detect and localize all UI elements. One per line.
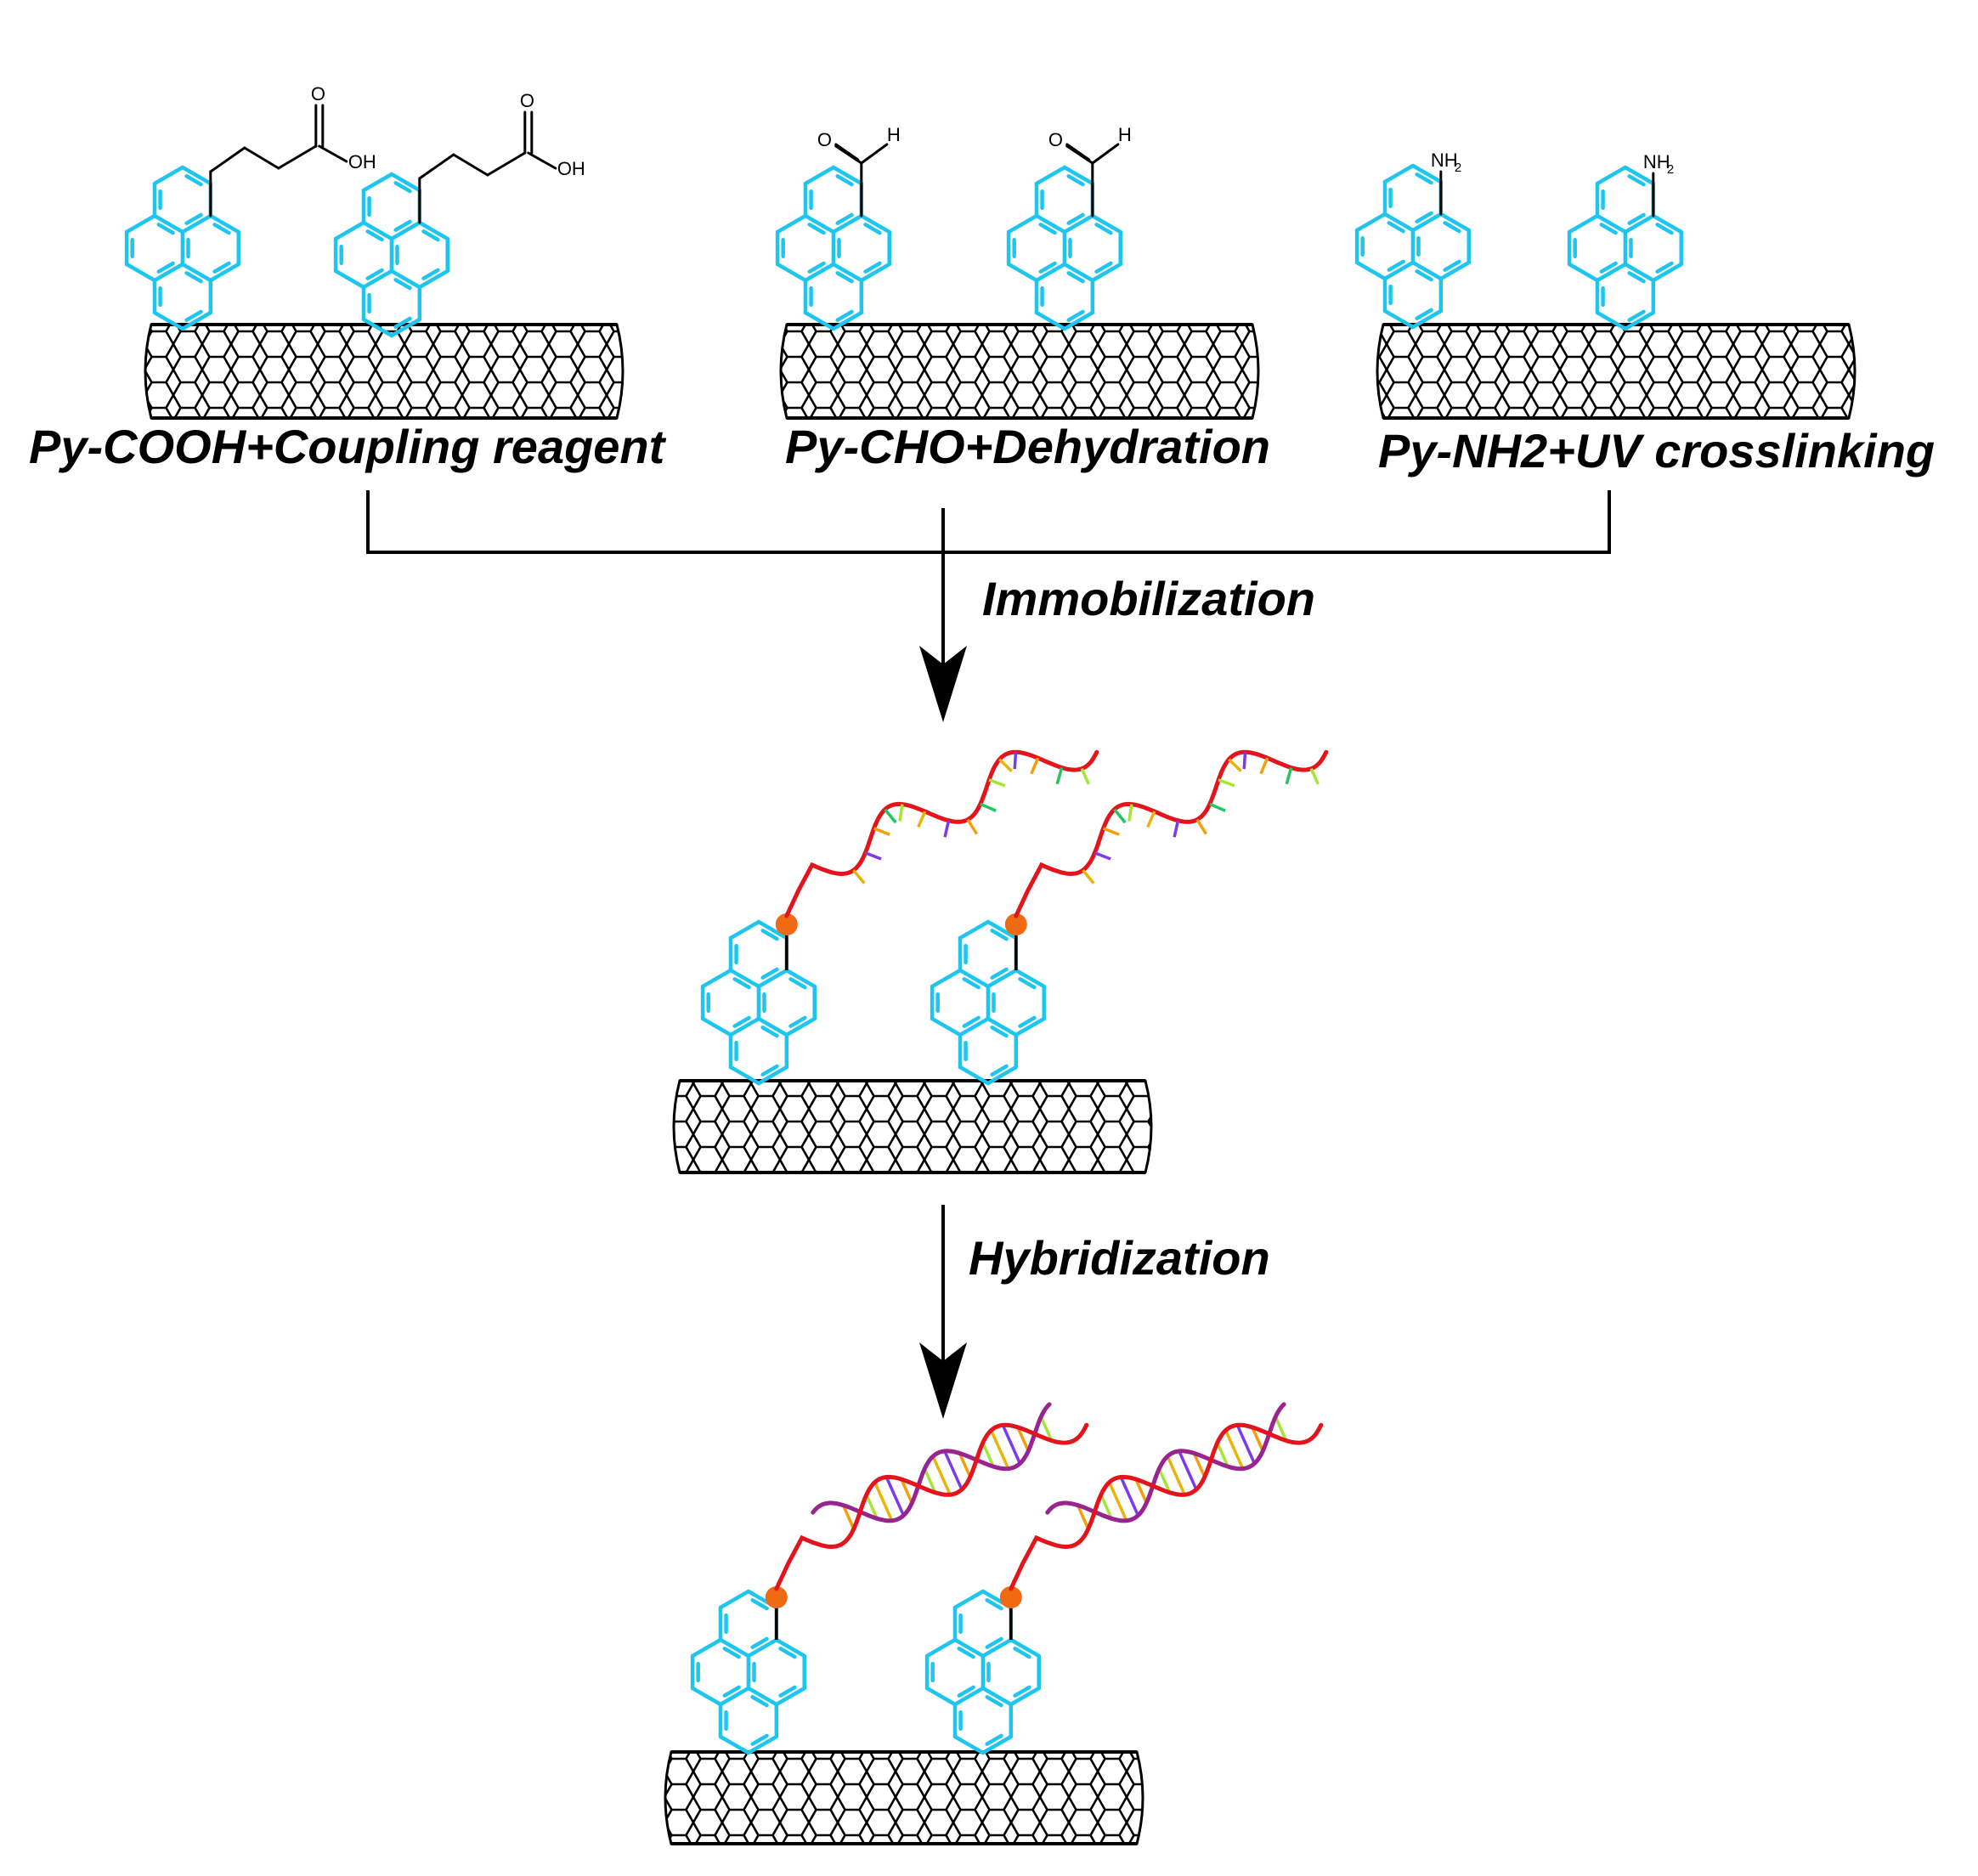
dna-strand-icon: [774, 1402, 1089, 1591]
chem-atom-label: O: [520, 90, 534, 111]
panel-label-cooh: Py-COOH+Coupling reagent: [29, 420, 667, 473]
chem-atom-label: OH: [348, 151, 376, 172]
chem-atom-label: 2: [1667, 162, 1674, 177]
pyrene-molecule-icon: [700, 919, 817, 1086]
panel-label-cho: Py-CHO+Dehydration: [785, 420, 1270, 473]
pyrene-molecule-icon: [1006, 165, 1122, 331]
carbon-nanotube-icon: [672, 1079, 1153, 1174]
chem-atom-label: H: [1118, 124, 1132, 145]
pyrene-molecule-icon: [1567, 165, 1683, 331]
chem-atom-label: O: [311, 83, 325, 105]
carbon-nanotube-icon: [1376, 323, 1856, 420]
dna-strand-icon: [1014, 749, 1329, 918]
chem-atom-label: H: [887, 124, 901, 145]
chem-atom-label: 2: [1455, 161, 1461, 175]
dna-strand-icon: [1009, 1402, 1324, 1591]
arrow-down-icon: [919, 646, 967, 722]
chem-atom-label: O: [1048, 129, 1063, 150]
step-label-immobilization: Immobilization: [982, 572, 1315, 625]
carbon-nanotube-icon: [144, 323, 624, 420]
carbon-nanotube-icon: [779, 323, 1260, 420]
chem-atom-label: NH: [1643, 151, 1670, 172]
step-label-hybridization: Hybridization: [969, 1231, 1270, 1285]
linker-dot: [765, 1586, 788, 1608]
pyrene-molecule-icon: [775, 165, 891, 331]
linker-dot: [999, 1586, 1022, 1608]
pyrene-molecule-icon: [924, 1589, 1041, 1755]
chem-atom-label: O: [817, 129, 832, 150]
pyrene-molecule-icon: [930, 919, 1046, 1086]
pyrene-molecule-icon: [1354, 163, 1471, 330]
pyrene-molecule-icon: [690, 1589, 806, 1755]
linker-dot: [775, 913, 798, 935]
merge-connector: [366, 490, 1611, 671]
panel-label-nh2: Py-NH2+UV crosslinking: [1378, 424, 1935, 477]
arrow-down-icon: [919, 1205, 967, 1419]
pyrene-molecule-icon: [333, 172, 449, 338]
dna-strand-icon: [784, 749, 1099, 918]
pyrene-molecule-icon: [124, 165, 240, 331]
carbon-nanotube-icon: [664, 1750, 1144, 1845]
chem-atom-label: NH: [1431, 150, 1458, 171]
linker-dot: [1004, 913, 1027, 935]
chem-atom-label: OH: [557, 158, 585, 179]
